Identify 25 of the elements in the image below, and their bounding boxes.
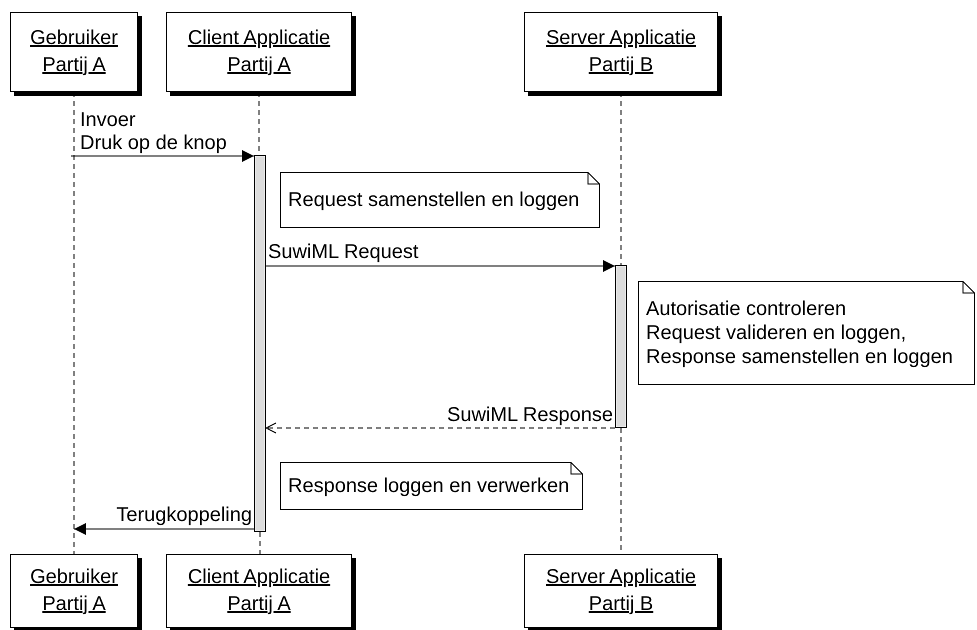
note-text: Response loggen en verwerken [288,474,570,498]
participant-name: Client Applicatie Partij A [186,26,332,78]
message-arrow [70,150,254,162]
participant-name: Gebruiker Partij A [29,26,119,78]
message-label: Druk op de knop [80,131,228,155]
participant-name: Server Applicatie Partij B [544,565,698,617]
activation-bar [615,265,627,428]
participant-name: Server Applicatie Partij B [544,26,698,78]
note [280,172,600,228]
message-name: Invoer [80,108,136,132]
note-text: Request samenstellen en loggen [288,188,580,212]
message-label: Terugkoppeling [115,503,252,527]
message-label: SuwiML Request [268,240,420,264]
message-arrow [74,523,254,535]
message-arrow [266,422,616,434]
note-text: Autorisatie controleren [646,297,848,321]
message-label: SuwiML Response [446,403,613,427]
note-text: Request valideren en loggen, [646,321,908,345]
message-arrow [266,260,616,272]
note [280,462,583,510]
activation-bar [254,155,266,532]
participant-name: Client Applicatie Partij A [186,565,332,617]
participant-name: Gebruiker Partij A [29,565,119,617]
note [638,281,975,385]
note-text: Response samenstellen en loggen [646,345,954,369]
